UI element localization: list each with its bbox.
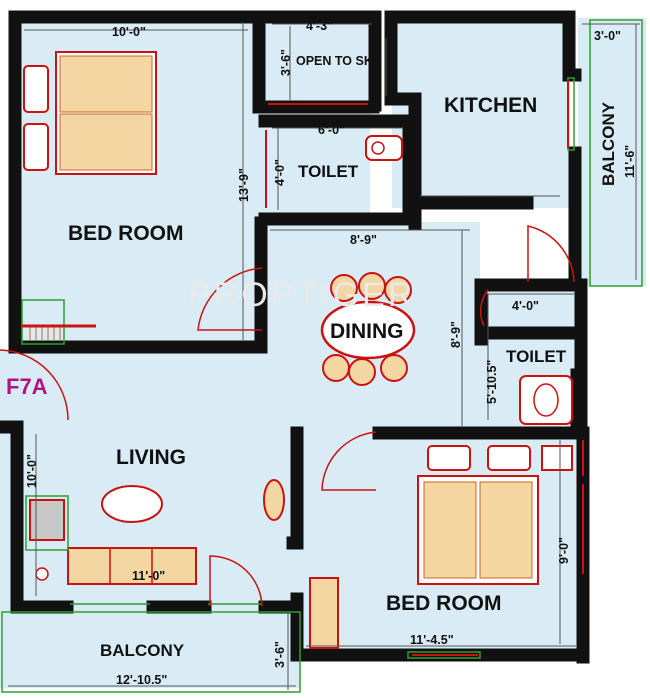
unit-tag: F7A xyxy=(6,374,48,399)
watermark: PROPTIGER xyxy=(188,276,415,314)
label-toilet-2: TOILET xyxy=(506,347,567,366)
dim-living-depth: 10'-0" xyxy=(25,454,39,488)
dim-bed2-width: 11'-4.5" xyxy=(410,633,454,647)
balcony-railings xyxy=(1,19,643,693)
label-bedroom-1: BED ROOM xyxy=(68,222,184,245)
dim-bed1-width: 10'-0" xyxy=(112,25,146,39)
toilet-2-fixtures xyxy=(519,375,573,425)
dim-balcony-bottom-depth: 3'-6" xyxy=(273,641,287,668)
label-bedroom-2: BED ROOM xyxy=(386,592,502,615)
windows xyxy=(265,80,584,656)
dim-bed1-depth: 13'-9" xyxy=(237,168,251,202)
bed-1 xyxy=(22,51,157,340)
label-dining: DINING xyxy=(330,320,404,343)
label-toilet-1: TOILET xyxy=(298,162,359,181)
dim-toilet1-depth: 4'-0" xyxy=(273,159,287,186)
toilet-1-fixtures xyxy=(365,135,403,161)
dim-sky-width: 4'-3" xyxy=(306,19,333,33)
dimension-lines xyxy=(8,22,640,690)
label-kitchen: KITCHEN xyxy=(444,94,537,117)
doors xyxy=(0,225,575,607)
dim-toilet1-width: 6'-0" xyxy=(318,123,345,137)
dim-dining-width: 8'-9" xyxy=(350,233,377,247)
dim-sky-depth: 3'-6" xyxy=(279,49,293,76)
dim-toilet2-width: 4'-0" xyxy=(512,299,539,313)
dim-balcony-bottom-width: 12'-10.5" xyxy=(116,673,167,687)
room-labels: BED ROOM TOILET OPEN TO SKY KITCHEN BALC… xyxy=(6,54,618,660)
dining-table xyxy=(320,272,416,386)
dim-balcony-right-length: 11'-6" xyxy=(623,145,637,178)
label-balcony-right: BALCONY xyxy=(599,101,618,186)
dim-balcony-right-width: 3'-0" xyxy=(594,29,621,43)
dim-living-width: 11'-0" xyxy=(132,569,165,583)
label-balcony-bottom: BALCONY xyxy=(100,641,185,660)
dim-kitchen-width: 6'-0" xyxy=(468,197,495,211)
dim-dining-depth: 8'-9" xyxy=(449,321,463,348)
label-living: LIVING xyxy=(116,446,186,469)
label-open-to-sky: OPEN TO SKY xyxy=(296,54,382,68)
bed-2 xyxy=(309,445,573,649)
dimension-labels: 10'-0" 13'-9" 4'-3" 3'-6" 6'-0" 4'-0" 6'… xyxy=(25,19,637,687)
dim-bed2-depth: 9'-0" xyxy=(557,537,571,564)
dim-toilet2-depth: 5'-10.5" xyxy=(485,360,499,404)
